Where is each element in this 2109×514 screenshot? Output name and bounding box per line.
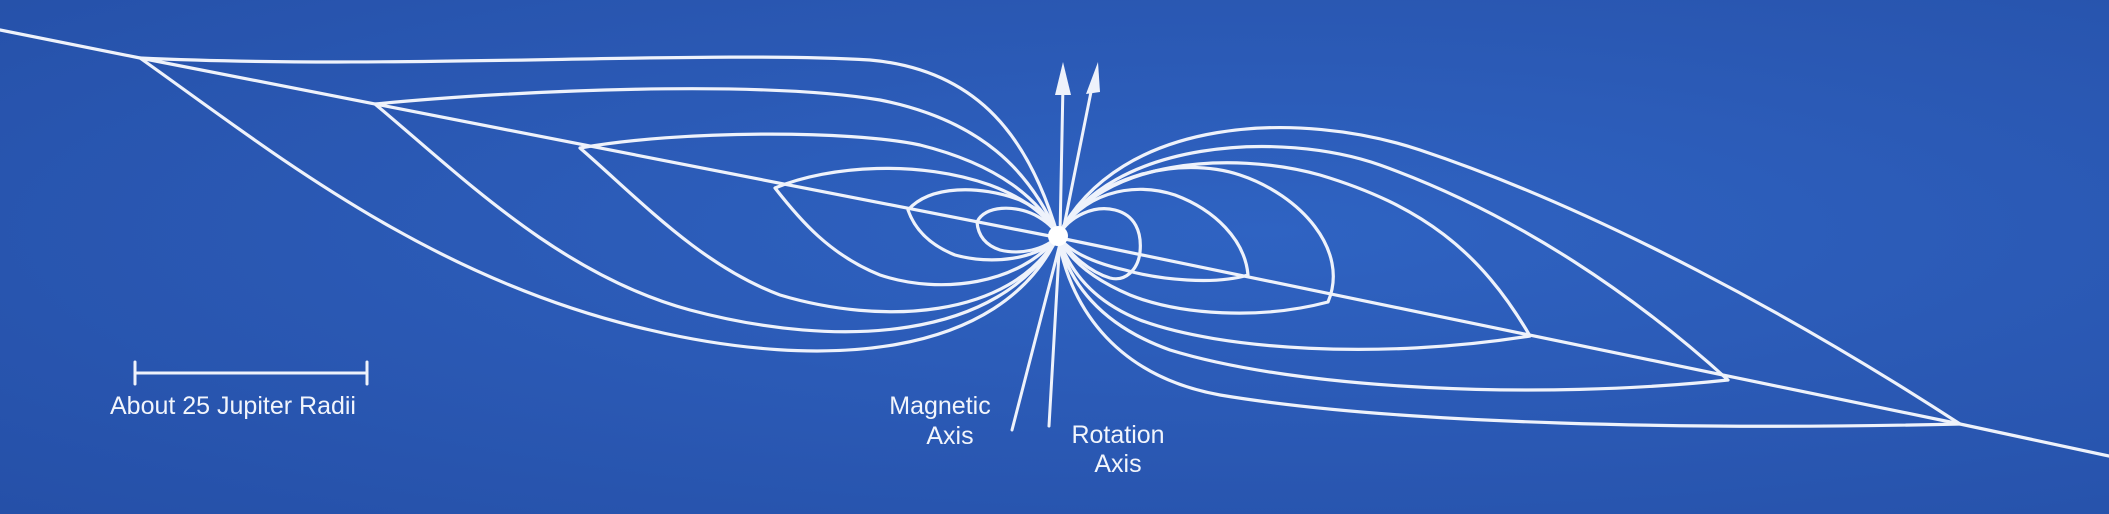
field-line-right-1 bbox=[1056, 126, 1962, 428]
scale-bar bbox=[133, 360, 369, 386]
rotation-axis-arrowhead bbox=[1055, 62, 1071, 95]
scale-label: About 25 Jupiter Radii bbox=[110, 392, 356, 420]
rotation-axis-label-line1: Rotation bbox=[1071, 421, 1164, 449]
field-line-right-5 bbox=[1056, 187, 1250, 283]
field-line-right-2 bbox=[1056, 144, 1730, 392]
jupiter-icon bbox=[1048, 226, 1068, 246]
field-line-right-6 bbox=[1056, 207, 1142, 281]
magnetic-axis-label-line2: Axis bbox=[926, 422, 973, 450]
magnetic-axis-label-line1: Magnetic bbox=[889, 392, 990, 420]
field-line-right-3 bbox=[1056, 161, 1532, 351]
field-line-left-1 bbox=[138, 55, 1060, 353]
rotation-axis-label-line2: Axis bbox=[1094, 450, 1141, 478]
magnetic-axis-arrowhead bbox=[1086, 62, 1100, 94]
